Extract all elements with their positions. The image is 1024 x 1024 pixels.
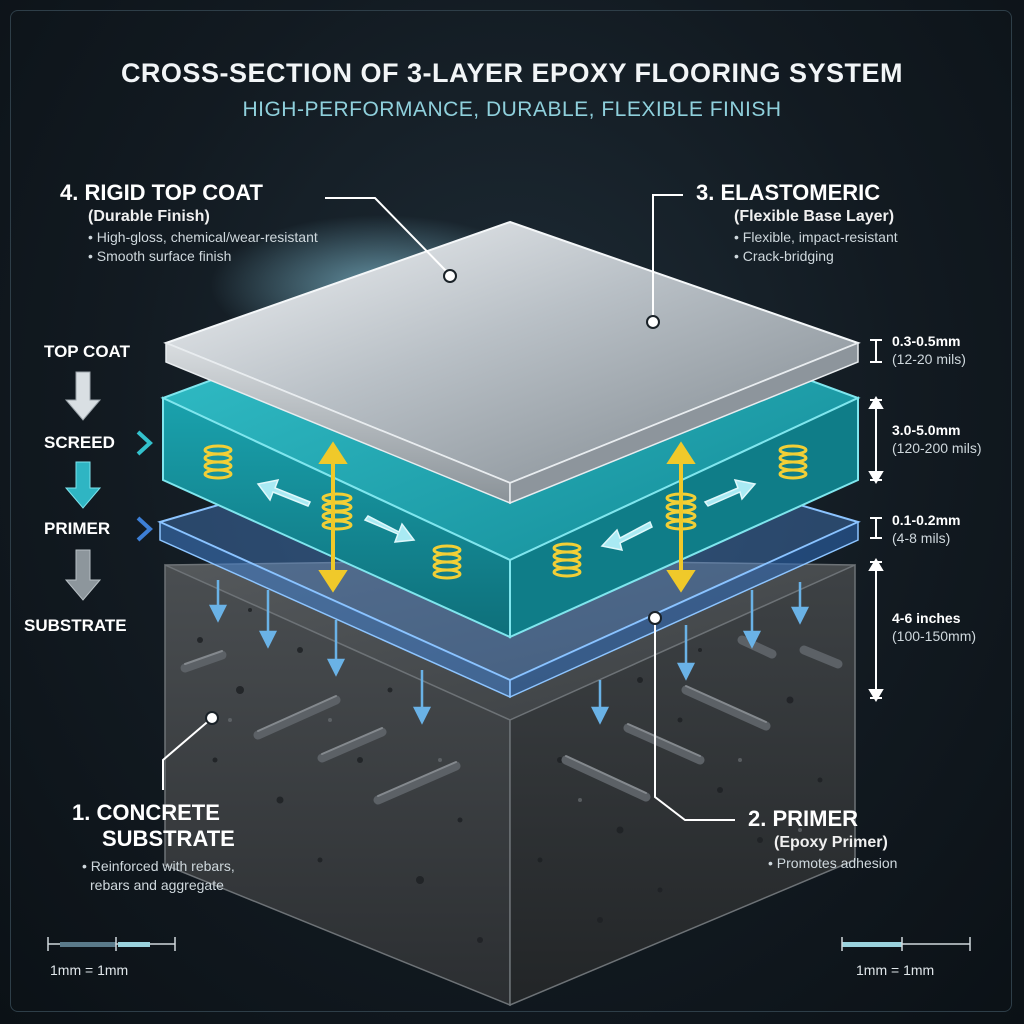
- top-coat-layer: [163, 220, 861, 505]
- flow-label-top-coat: TOP COAT: [44, 342, 130, 361]
- dimension-unit: (4-8 mils): [892, 530, 951, 546]
- scale-bar-left: [47, 937, 176, 951]
- callout-elastomeric-bullet: • Flexible, impact-resistant: [734, 229, 898, 245]
- callout-elastomeric-bullet: • Crack-bridging: [734, 248, 834, 264]
- dimension-unit: (120-200 mils): [892, 440, 982, 456]
- callout-concrete-title-line2: SUBSTRATE: [102, 826, 235, 851]
- dimension-unit: (12-20 mils): [892, 351, 966, 367]
- flex-horizontal-arrows: [256, 478, 757, 551]
- callout-concrete: 1. CONCRETE SUBSTRATE • Reinforced with …: [72, 800, 235, 893]
- callout-concrete-title: 1. CONCRETE: [72, 800, 220, 825]
- rebar-group: [180, 635, 843, 805]
- dimension-top-coat: 0.3-0.5mm (12-20 mils): [892, 333, 966, 367]
- callout-top-coat-bullet: • Smooth surface finish: [88, 248, 232, 264]
- diagram-subtitle: HIGH-PERFORMANCE, DURABLE, FLEXIBLE FINI…: [242, 98, 782, 121]
- flow-label-screed: SCREED: [44, 433, 115, 452]
- callout-top-coat: 4. RIGID TOP COAT (Durable Finish) • Hig…: [60, 180, 318, 264]
- dimension-value: 0.3-0.5mm: [892, 333, 961, 349]
- dimension-primer: 0.1-0.2mm (4-8 mils): [892, 512, 960, 546]
- callout-primer-title: 2. PRIMER: [748, 806, 859, 831]
- flow-label-primer: PRIMER: [44, 519, 111, 538]
- scale-label-right: 1mm = 1mm: [856, 962, 935, 978]
- callout-concrete-bullet: rebars and aggregate: [90, 877, 224, 893]
- concrete-substrate-block: [164, 559, 856, 1007]
- callout-primer-bullet: • Promotes adhesion: [768, 855, 898, 871]
- callout-primer-subtitle: (Epoxy Primer): [774, 834, 888, 851]
- callout-elastomeric: 3. ELASTOMERIC (Flexible Base Layer) • F…: [696, 180, 898, 264]
- flow-label-substrate: SUBSTRATE: [24, 616, 127, 635]
- scale-bar-right: [841, 937, 971, 951]
- dimension-brackets: [868, 339, 884, 702]
- callout-elastomeric-subtitle: (Flexible Base Layer): [734, 208, 895, 225]
- dimension-unit: (100-150mm): [892, 628, 977, 644]
- dimension-value: 3.0-5.0mm: [892, 422, 961, 438]
- dimension-substrate: 4-6 inches (100-150mm): [892, 610, 976, 644]
- dimension-value: 0.1-0.2mm: [892, 512, 961, 528]
- callout-top-coat-title: 4. RIGID TOP COAT: [60, 180, 263, 205]
- dimension-value: 4-6 inches: [892, 610, 961, 626]
- leader-dots: [205, 269, 662, 725]
- callout-top-coat-bullet: • High-gloss, chemical/wear-resistant: [88, 229, 318, 245]
- flex-vertical-arrows: [318, 441, 696, 593]
- diagram-title: CROSS-SECTION OF 3-LAYER EPOXY FLOORING …: [120, 58, 904, 88]
- callout-primer: 2. PRIMER (Epoxy Primer) • Promotes adhe…: [748, 806, 897, 871]
- callout-top-coat-subtitle: (Durable Finish): [88, 208, 210, 225]
- leader-lines: [162, 194, 735, 821]
- primer-penetration-arrows: [208, 580, 810, 725]
- callout-concrete-bullet: • Reinforced with rebars,: [82, 858, 235, 874]
- scale-label-left: 1mm = 1mm: [50, 962, 129, 978]
- flow-arrows: [64, 371, 153, 601]
- dimension-screed: 3.0-5.0mm (120-200 mils): [892, 422, 981, 456]
- callout-elastomeric-title: 3. ELASTOMERIC: [696, 180, 881, 205]
- diagram-frame: [10, 10, 1012, 1012]
